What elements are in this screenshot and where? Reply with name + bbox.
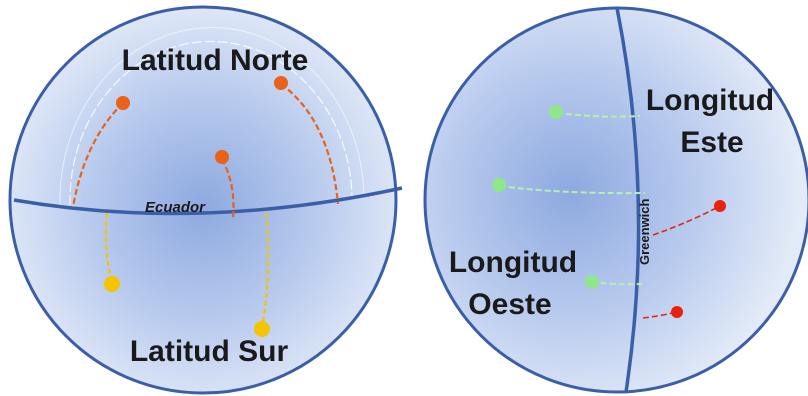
west-marker-1 [549,105,563,119]
south-arc-left [104,212,114,284]
south-marker-2 [254,321,270,337]
latitude-guide-outer [69,40,353,206]
east-marker-2 [671,306,683,318]
longitud-oeste-label-line1: Longitud [449,246,577,279]
north-arc-right [280,83,340,205]
equator-line [13,186,403,216]
west-line-2 [499,185,646,195]
ecuador-label: Ecuador [145,199,206,216]
south-marker-1 [104,276,120,292]
south-arc-right [260,212,270,329]
greenwich-meridian-line [615,7,641,393]
west-marker-2 [492,178,506,192]
east-marker-1 [714,200,726,212]
north-marker-1 [116,96,130,110]
west-line-1 [556,112,641,118]
right-globe-sphere [423,6,808,394]
longitud-este-label-line2: Este [680,126,743,159]
north-arc-left [71,102,124,208]
north-marker-2 [274,76,288,90]
left-globe: Latitud Norte Ecuador Latitud Sur [8,5,403,395]
latitud-norte-label: Latitud Norte [122,44,309,77]
right-globe: Longitud Este Longitud Oeste Greenwich [423,6,808,394]
west-marker-3 [585,275,599,289]
longitud-este-label-line1: Longitud [646,84,774,117]
longitud-oeste-label-line2: Oeste [468,288,551,321]
left-globe-sphere [8,5,398,395]
greenwich-label: Greenwich [637,198,652,265]
east-line-1 [652,205,721,236]
latitude-guide-inner [59,27,365,206]
north-marker-3 [215,150,229,164]
latitud-sur-label: Latitud Sur [130,335,289,368]
